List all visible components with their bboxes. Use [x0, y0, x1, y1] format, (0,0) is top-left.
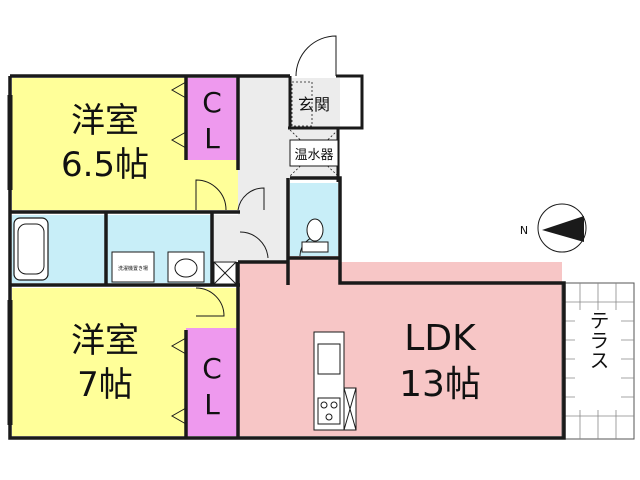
- western-room-1-size: 6.5帖: [61, 145, 149, 185]
- entrance-label: 玄関: [298, 95, 330, 114]
- ldk-name: LDK: [404, 318, 477, 359]
- western-room-2-nook: [186, 288, 238, 328]
- bathtub: [13, 217, 49, 281]
- closet-2-line2: L: [204, 388, 220, 421]
- western-room-2-name: 洋室: [71, 321, 139, 361]
- toilet: [301, 218, 329, 253]
- doors: [195, 35, 337, 317]
- closet-2-line1: C: [202, 352, 222, 385]
- closet-2: [186, 328, 238, 436]
- closet-1: [186, 78, 238, 160]
- western-room-1: [12, 78, 186, 210]
- shoe-cabinet: [291, 81, 313, 127]
- terrace: [561, 282, 635, 440]
- wash-basin: [167, 251, 205, 283]
- windows: [7, 95, 13, 425]
- water-heater-label: 温水器: [294, 148, 333, 163]
- hallway-lower: [212, 215, 290, 261]
- closet-1-line1: C: [202, 86, 222, 119]
- compass-north-label: N: [520, 224, 528, 237]
- ldk-size: 13帖: [399, 364, 481, 405]
- storage-box: [213, 261, 237, 285]
- western-room-1-name: 洋室: [71, 101, 139, 141]
- terrace-label: テラス: [586, 310, 610, 370]
- ldk-upper: [290, 256, 338, 264]
- compass: N: [520, 203, 587, 253]
- ldk-room: [238, 262, 562, 436]
- closet-door-marks: [170, 81, 187, 425]
- western-room-2-size: 7帖: [77, 365, 133, 405]
- closet-1-line2: L: [204, 122, 220, 155]
- washer-area: 洗濯機置き場: [111, 251, 155, 283]
- walls: [8, 74, 566, 440]
- kitchen-counter: [313, 331, 357, 431]
- washer-area-label: 洗濯機置き場: [118, 265, 148, 272]
- western-room-2: [12, 288, 186, 436]
